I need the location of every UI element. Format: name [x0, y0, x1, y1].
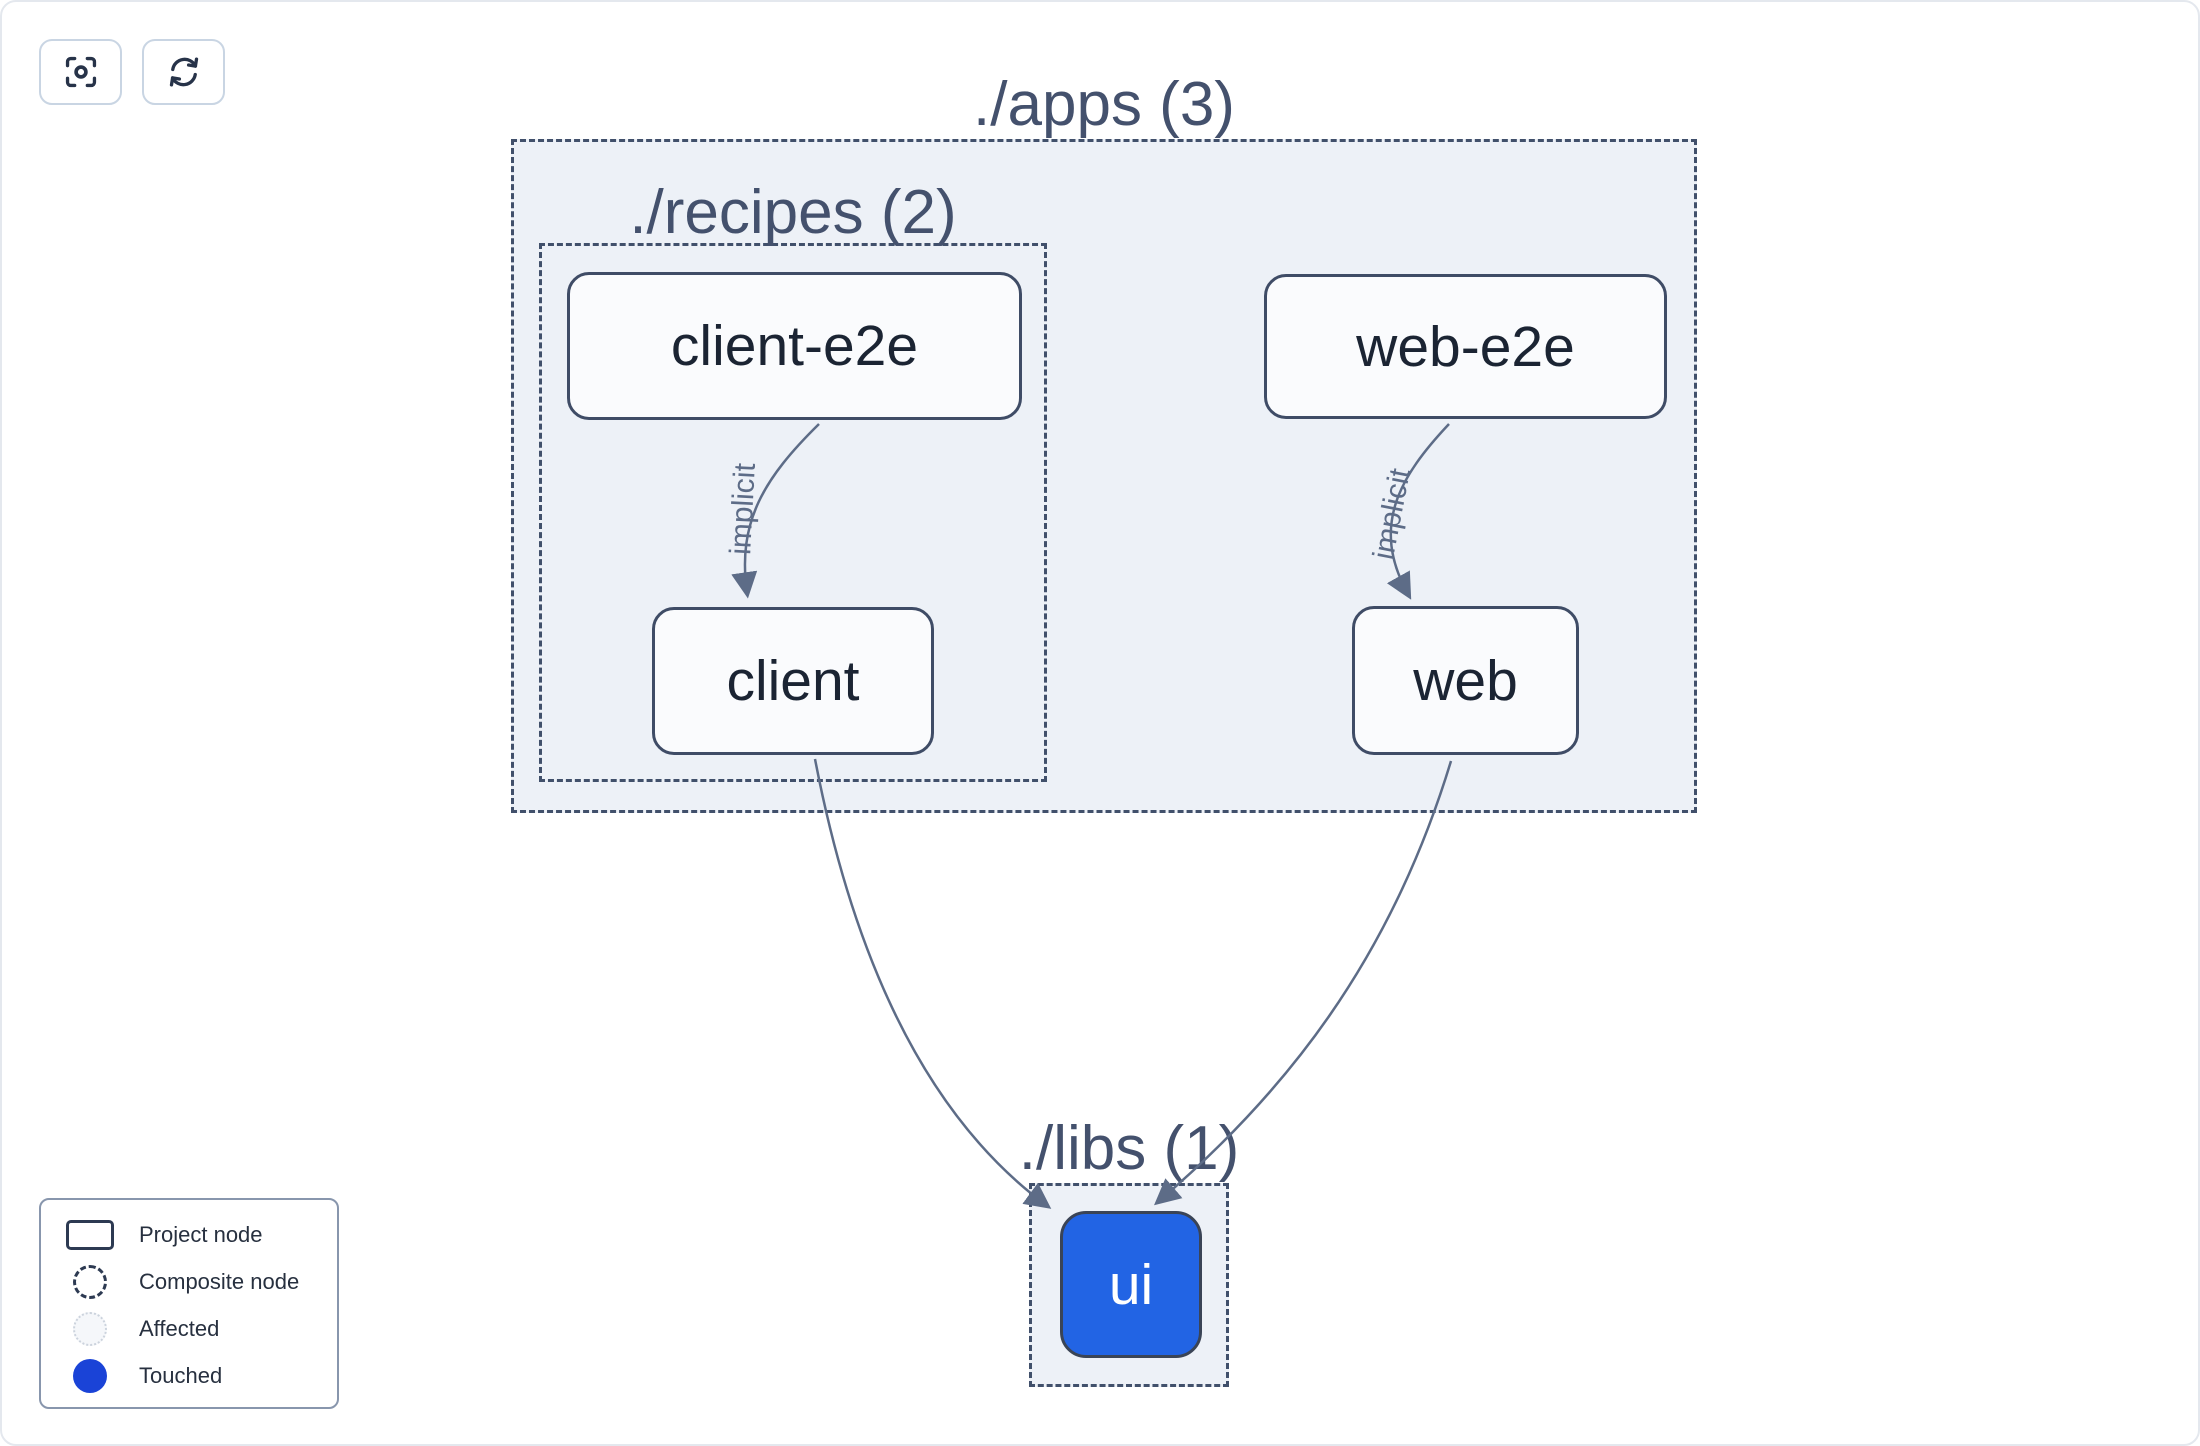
group-label-recipes: ./recipes (2): [629, 178, 957, 247]
edge-web-to-ui[interactable]: [1154, 760, 1453, 1206]
project-node-swatch: [66, 1219, 114, 1250]
edge-client-to-ui[interactable]: [813, 758, 1052, 1209]
edge-web-e2e-to-web[interactable]: [1386, 423, 1450, 600]
node-web-e2e[interactable]: web-e2e: [1264, 274, 1667, 419]
scan-focus-icon: [62, 53, 100, 91]
focus-button[interactable]: [39, 39, 122, 105]
edge-client-e2e-to-client[interactable]: [731, 423, 820, 599]
node-client-e2e[interactable]: client-e2e: [567, 272, 1022, 420]
legend: Project node Composite node Affected Tou…: [39, 1198, 339, 1409]
touched-swatch: [73, 1358, 107, 1393]
node-web[interactable]: web: [1352, 606, 1579, 755]
legend-item-project-node: Project node: [41, 1211, 337, 1258]
composite-node-swatch: [73, 1264, 107, 1299]
group-label-apps: ./apps (3): [973, 70, 1235, 139]
legend-label: Project node: [139, 1221, 263, 1247]
node-ui[interactable]: ui: [1060, 1211, 1202, 1358]
node-label: client: [726, 649, 860, 713]
legend-item-affected: Affected: [41, 1305, 337, 1352]
legend-item-touched: Touched: [41, 1352, 337, 1399]
refresh-icon: [165, 53, 203, 91]
node-label: ui: [1108, 1252, 1154, 1317]
affected-swatch: [73, 1311, 107, 1346]
group-label-libs: ./libs (1): [1018, 1114, 1240, 1183]
legend-label: Touched: [139, 1362, 223, 1388]
legend-item-composite-node: Composite node: [41, 1258, 337, 1305]
legend-label: Affected: [139, 1315, 220, 1341]
node-label: web: [1413, 648, 1518, 713]
node-client[interactable]: client: [652, 607, 934, 755]
node-label: client-e2e: [670, 314, 919, 378]
node-label: web-e2e: [1356, 314, 1575, 379]
legend-label: Composite node: [139, 1268, 300, 1294]
refresh-button[interactable]: [142, 39, 225, 105]
